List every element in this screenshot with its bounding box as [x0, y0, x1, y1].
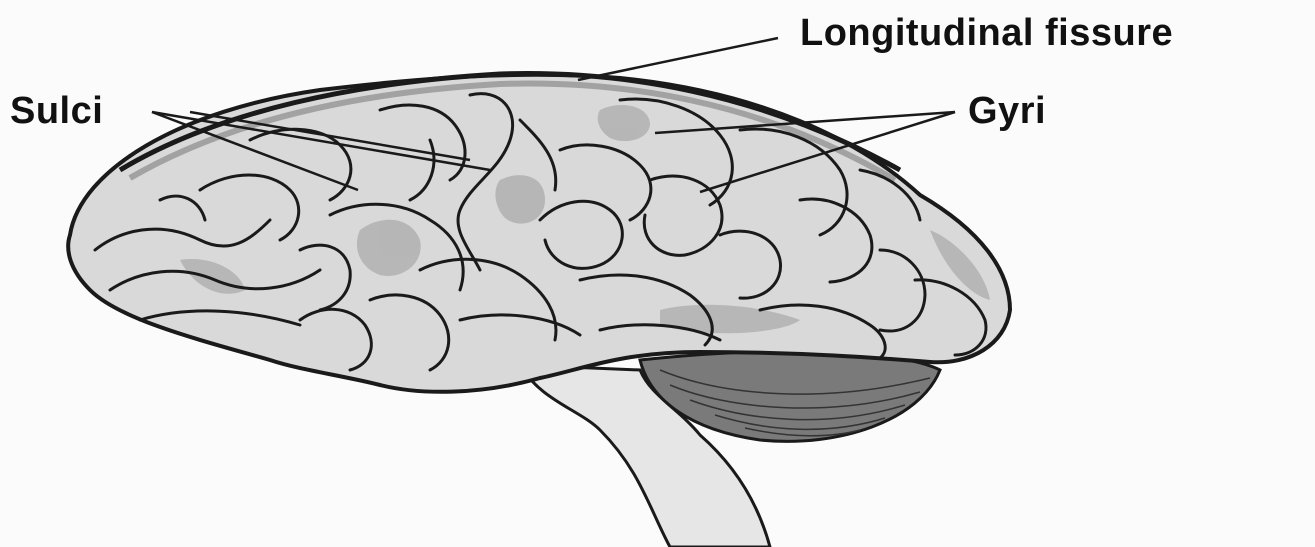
label-gyri: Gyri — [968, 92, 1046, 130]
leader-longitudinal-fissure — [578, 38, 778, 80]
label-sulci: Sulci — [10, 92, 103, 130]
label-longitudinal-fissure: Longitudinal fissure — [800, 14, 1173, 52]
